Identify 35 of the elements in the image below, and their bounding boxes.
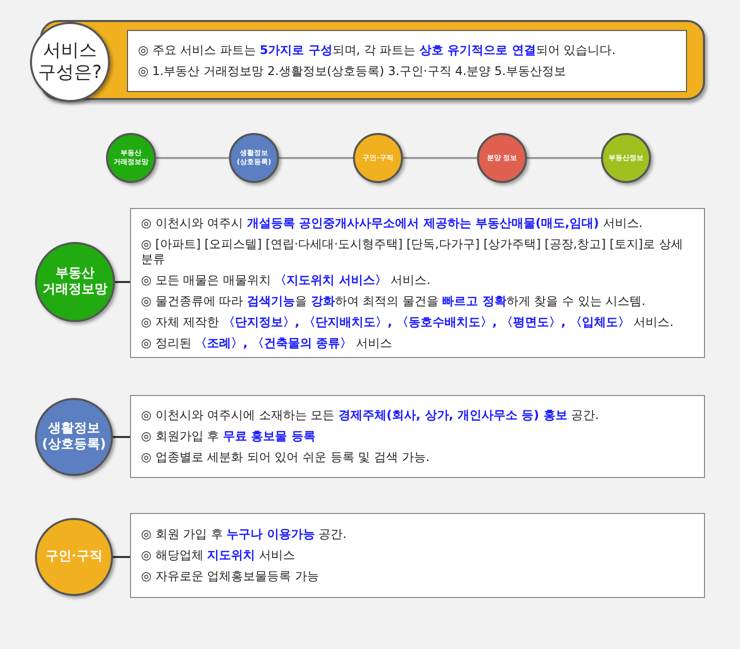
bullet-text: ◎ 1.부동산 거래정보망 2.생활정보(상호등록) 3.구인·구직 4.분양 5.부동산정보 [138,64,567,79]
circle-label: 서비스 구성은? [37,40,103,84]
bullet-text: ◎ 이천시와 여주시에 소재하는 모든 경제주체(회사, 상가, 개인사무소 등) 홍보 공간. [141,408,600,423]
category-circle [30,22,110,102]
bullet-text: ◎ 업종별로 세분화 되어 있어 쉬운 등록 및 검색 가능. [141,450,431,465]
bullet-text: ◎ 자유로운 업체홍보물등록 가능 [141,569,320,584]
bullet-text: ◎ 자체 제작한 〈단지정보〉, 〈단지배치도〉, 〈동호수배치도〉, 〈평면도〉, 〈입체도〉 서비스. [141,314,675,330]
connector-line [113,436,130,438]
bullet-text: ◎ 이천시와 여주시 개설등록 공인중개사사무소에서 제공하는 부동산매물(매도,임대) 서비스. [141,216,644,230]
description-panel [130,513,705,598]
category-circle [106,133,156,183]
connector-line [113,556,130,558]
circle-label: 부동산 거래정보망 [42,266,108,298]
description-panel [130,395,705,478]
connector-line [156,157,229,159]
category-circle [477,133,527,183]
circle-label: 생활정보 (상호등록) [41,420,107,454]
category-circle [229,133,279,183]
category-circle [353,133,403,183]
bullet-text: ◎ 회원 가입 후 누구나 이용가능 공간. [141,527,348,542]
connector-line [115,281,130,283]
description-panel [130,208,705,358]
bullet-text: ◎ [아파트] [오피스텔] [연립·다세대·도시형주택] [단독,다가구] [상가주택] [공장,창고] [토지]로 상세분류 [141,236,684,266]
bullet-text: ◎ 회원가입 후 무료 홍보물 등록 [141,429,316,444]
bullet-text: ◎ 주요 서비스 파트는 5가지로 구성되며, 각 파트는 상호 유기적으로 연결되어 있습니다. [138,43,617,58]
connector-line [527,157,601,159]
bullet-text: ◎ 물건종류에 따라 검색기능을 강화하여 최적의 물건을 빠르고 정확하게 찾을 수 있는 시스템. [141,294,646,308]
bullet-text: ◎ 해당업체 지도위치 서비스 [141,548,296,563]
connector-line [279,157,353,159]
category-circle [601,133,651,183]
connector-line [403,157,477,159]
bullet-text: ◎ 모든 매물은 매물위치 〈지도위치 서비스〉 서비스. [141,272,432,288]
bullet-text: ◎ 정리된 〈조례〉, 〈건축물의 종류〉 서비스 [141,336,393,350]
circle-label: 구인·구직 [44,548,104,566]
description-panel [127,30,687,92]
